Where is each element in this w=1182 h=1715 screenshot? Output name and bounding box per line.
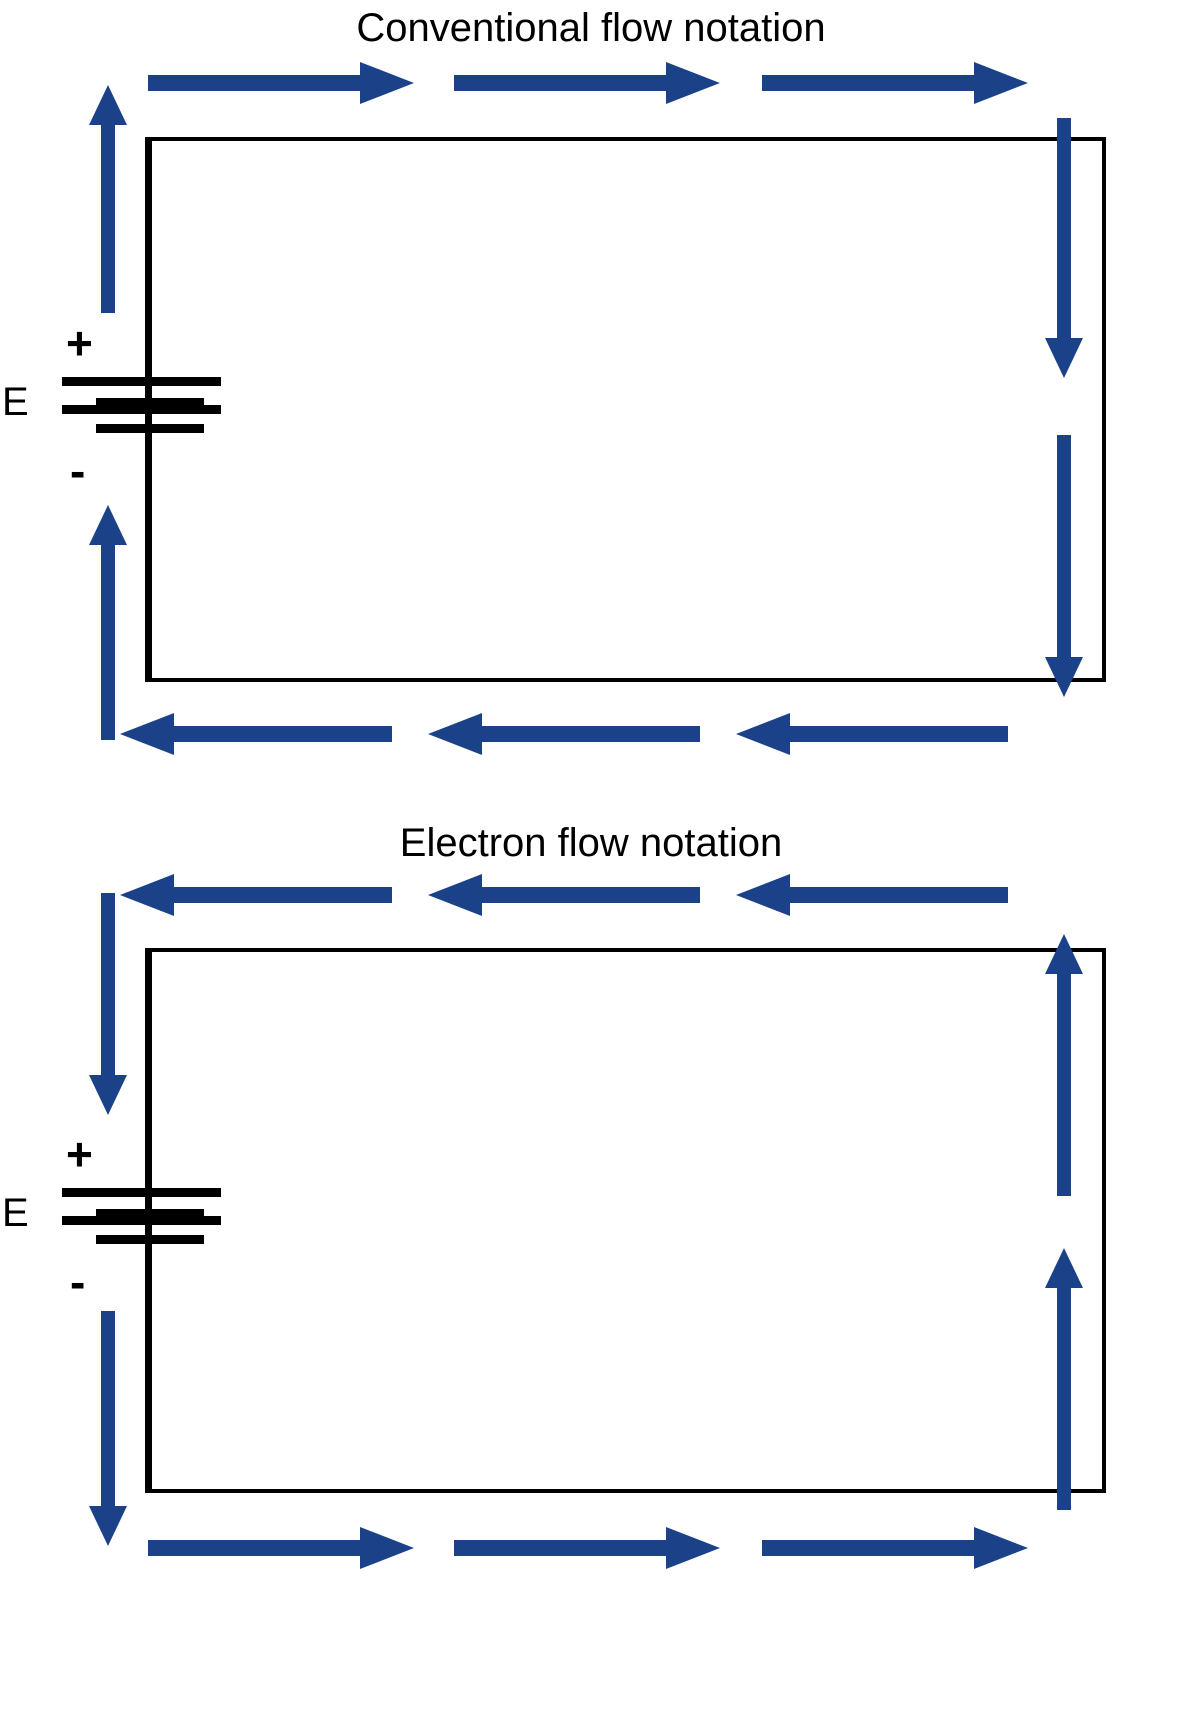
circuit-loop-conventional xyxy=(148,137,1106,682)
arrow-right-lower-electron xyxy=(1045,1248,1083,1510)
battery-plate-short-1-electron xyxy=(96,1209,204,1218)
arrow-bottom-3-conventional xyxy=(736,713,1008,755)
battery-positive-label-conventional: + xyxy=(66,317,93,369)
arrow-bottom-2-electron xyxy=(454,1527,720,1569)
source-label-conventional: E xyxy=(2,380,29,424)
battery-plate-long-2-conventional xyxy=(62,405,221,414)
arrow-bottom-3-electron xyxy=(762,1527,1028,1569)
arrow-bottom-1-electron xyxy=(148,1527,414,1569)
arrow-right-upper-conventional xyxy=(1045,118,1083,378)
arrow-left-lower-electron xyxy=(89,1311,127,1546)
arrow-bottom-1-conventional xyxy=(120,713,392,755)
arrow-left-upper-conventional xyxy=(89,85,127,313)
battery-negative-label-conventional: - xyxy=(70,445,86,497)
diagram-title-electron: Electron flow notation xyxy=(399,821,783,865)
arrow-top-1-conventional xyxy=(148,62,414,104)
circuit-loop-electron xyxy=(148,948,1106,1493)
battery-plate-long-1-electron xyxy=(62,1188,221,1197)
diagram-electron-flow: Electron flow notation + - E xyxy=(0,815,1182,1715)
arrow-left-upper-electron xyxy=(89,893,127,1115)
battery-plate-long-1-conventional xyxy=(62,377,221,386)
arrow-bottom-2-conventional xyxy=(428,713,700,755)
battery-plate-short-2-conventional xyxy=(96,424,204,433)
battery-plate-long-2-electron xyxy=(62,1216,221,1225)
arrow-left-lower-conventional xyxy=(89,505,127,740)
arrow-right-lower-conventional xyxy=(1045,435,1083,697)
arrow-top-3-conventional xyxy=(762,62,1028,104)
arrow-top-1-electron xyxy=(120,874,392,916)
diagram-conventional-flow: Conventional flow notation + - E xyxy=(0,0,1182,800)
battery-negative-label-electron: - xyxy=(70,1256,86,1308)
diagram-title-conventional: Conventional flow notation xyxy=(356,6,826,50)
arrow-top-2-conventional xyxy=(454,62,720,104)
battery-plate-short-2-electron xyxy=(96,1235,204,1244)
arrow-top-3-electron xyxy=(736,874,1008,916)
arrow-right-upper-electron xyxy=(1045,934,1083,1196)
arrow-top-2-electron xyxy=(428,874,700,916)
battery-positive-label-electron: + xyxy=(66,1128,93,1180)
battery-plate-short-1-conventional xyxy=(96,398,204,407)
source-label-electron: E xyxy=(2,1191,29,1235)
